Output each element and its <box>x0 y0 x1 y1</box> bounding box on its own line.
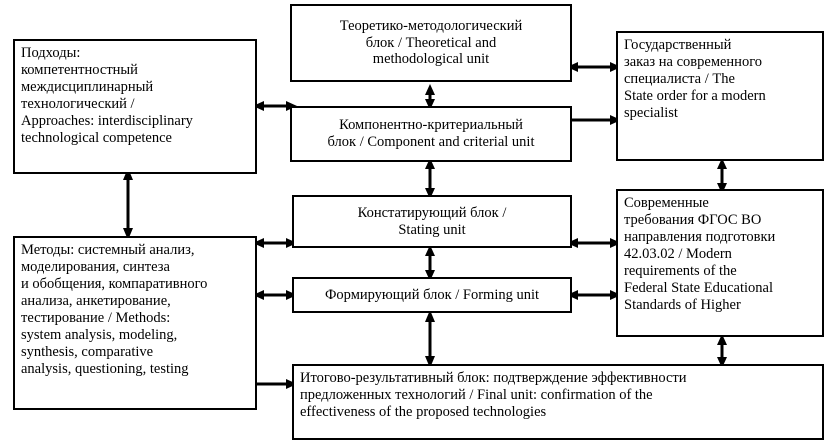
component-criterial-unit-text: Компонентно-критериальный блок / Compone… <box>327 117 535 150</box>
component-criterial-unit-box[interactable]: Компонентно-критериальный блок / Compone… <box>290 106 572 162</box>
connector-component-stating <box>420 158 440 199</box>
approaches-box-text: Подходы: компетентностный междисциплинар… <box>21 45 193 146</box>
forming-unit-box[interactable]: Формирующий блок / Forming unit <box>292 277 572 313</box>
forming-unit-text: Формирующий блок / Forming unit <box>324 286 540 303</box>
connector-methods-forming <box>253 285 297 305</box>
connector-requirements-final <box>712 334 732 368</box>
stating-unit-box[interactable]: Констатирующий блок / Stating unit <box>292 195 572 248</box>
federal-standards-requirements-box[interactable]: Современные требования ФГОС ВО направлен… <box>616 189 824 337</box>
final-unit-text: Итогово-результативный блок: подтвержден… <box>300 370 687 420</box>
connector-approaches-methods <box>118 168 138 240</box>
approaches-box[interactable]: Подходы: компетентностный междисциплинар… <box>13 39 257 174</box>
state-order-box[interactable]: Государственный заказ на современного сп… <box>616 31 824 161</box>
connector-stating-forming <box>420 245 440 281</box>
federal-standards-requirements-text: Современные требования ФГОС ВО направлен… <box>624 195 776 313</box>
theoretical-methodological-unit-text: Теоретико-методологический блок / Theore… <box>339 17 523 68</box>
connector-stating-requirements <box>567 233 621 253</box>
stating-unit-text: Констатирующий блок / Stating unit <box>357 204 507 238</box>
methods-text: Методы: системный анализ, моделирования,… <box>21 242 208 377</box>
connector-forming-requirements <box>567 285 621 305</box>
connector-methods-final <box>253 374 297 394</box>
connector-state-order-requirements <box>712 158 732 194</box>
connector-theoretical-state-order <box>567 57 621 77</box>
state-order-text: Государственный заказ на современного сп… <box>624 37 766 121</box>
connector-theoretical-component <box>420 84 440 110</box>
connector-forming-final <box>420 310 440 368</box>
methods-box[interactable]: Методы: системный анализ, моделирования,… <box>13 236 257 410</box>
final-unit-box[interactable]: Итогово-результативный блок: подтвержден… <box>292 364 824 440</box>
theoretical-methodological-unit-box[interactable]: Теоретико-методологический блок / Theore… <box>290 4 572 82</box>
connector-methods-stating <box>253 233 297 253</box>
connector-component-state-order <box>567 110 621 130</box>
